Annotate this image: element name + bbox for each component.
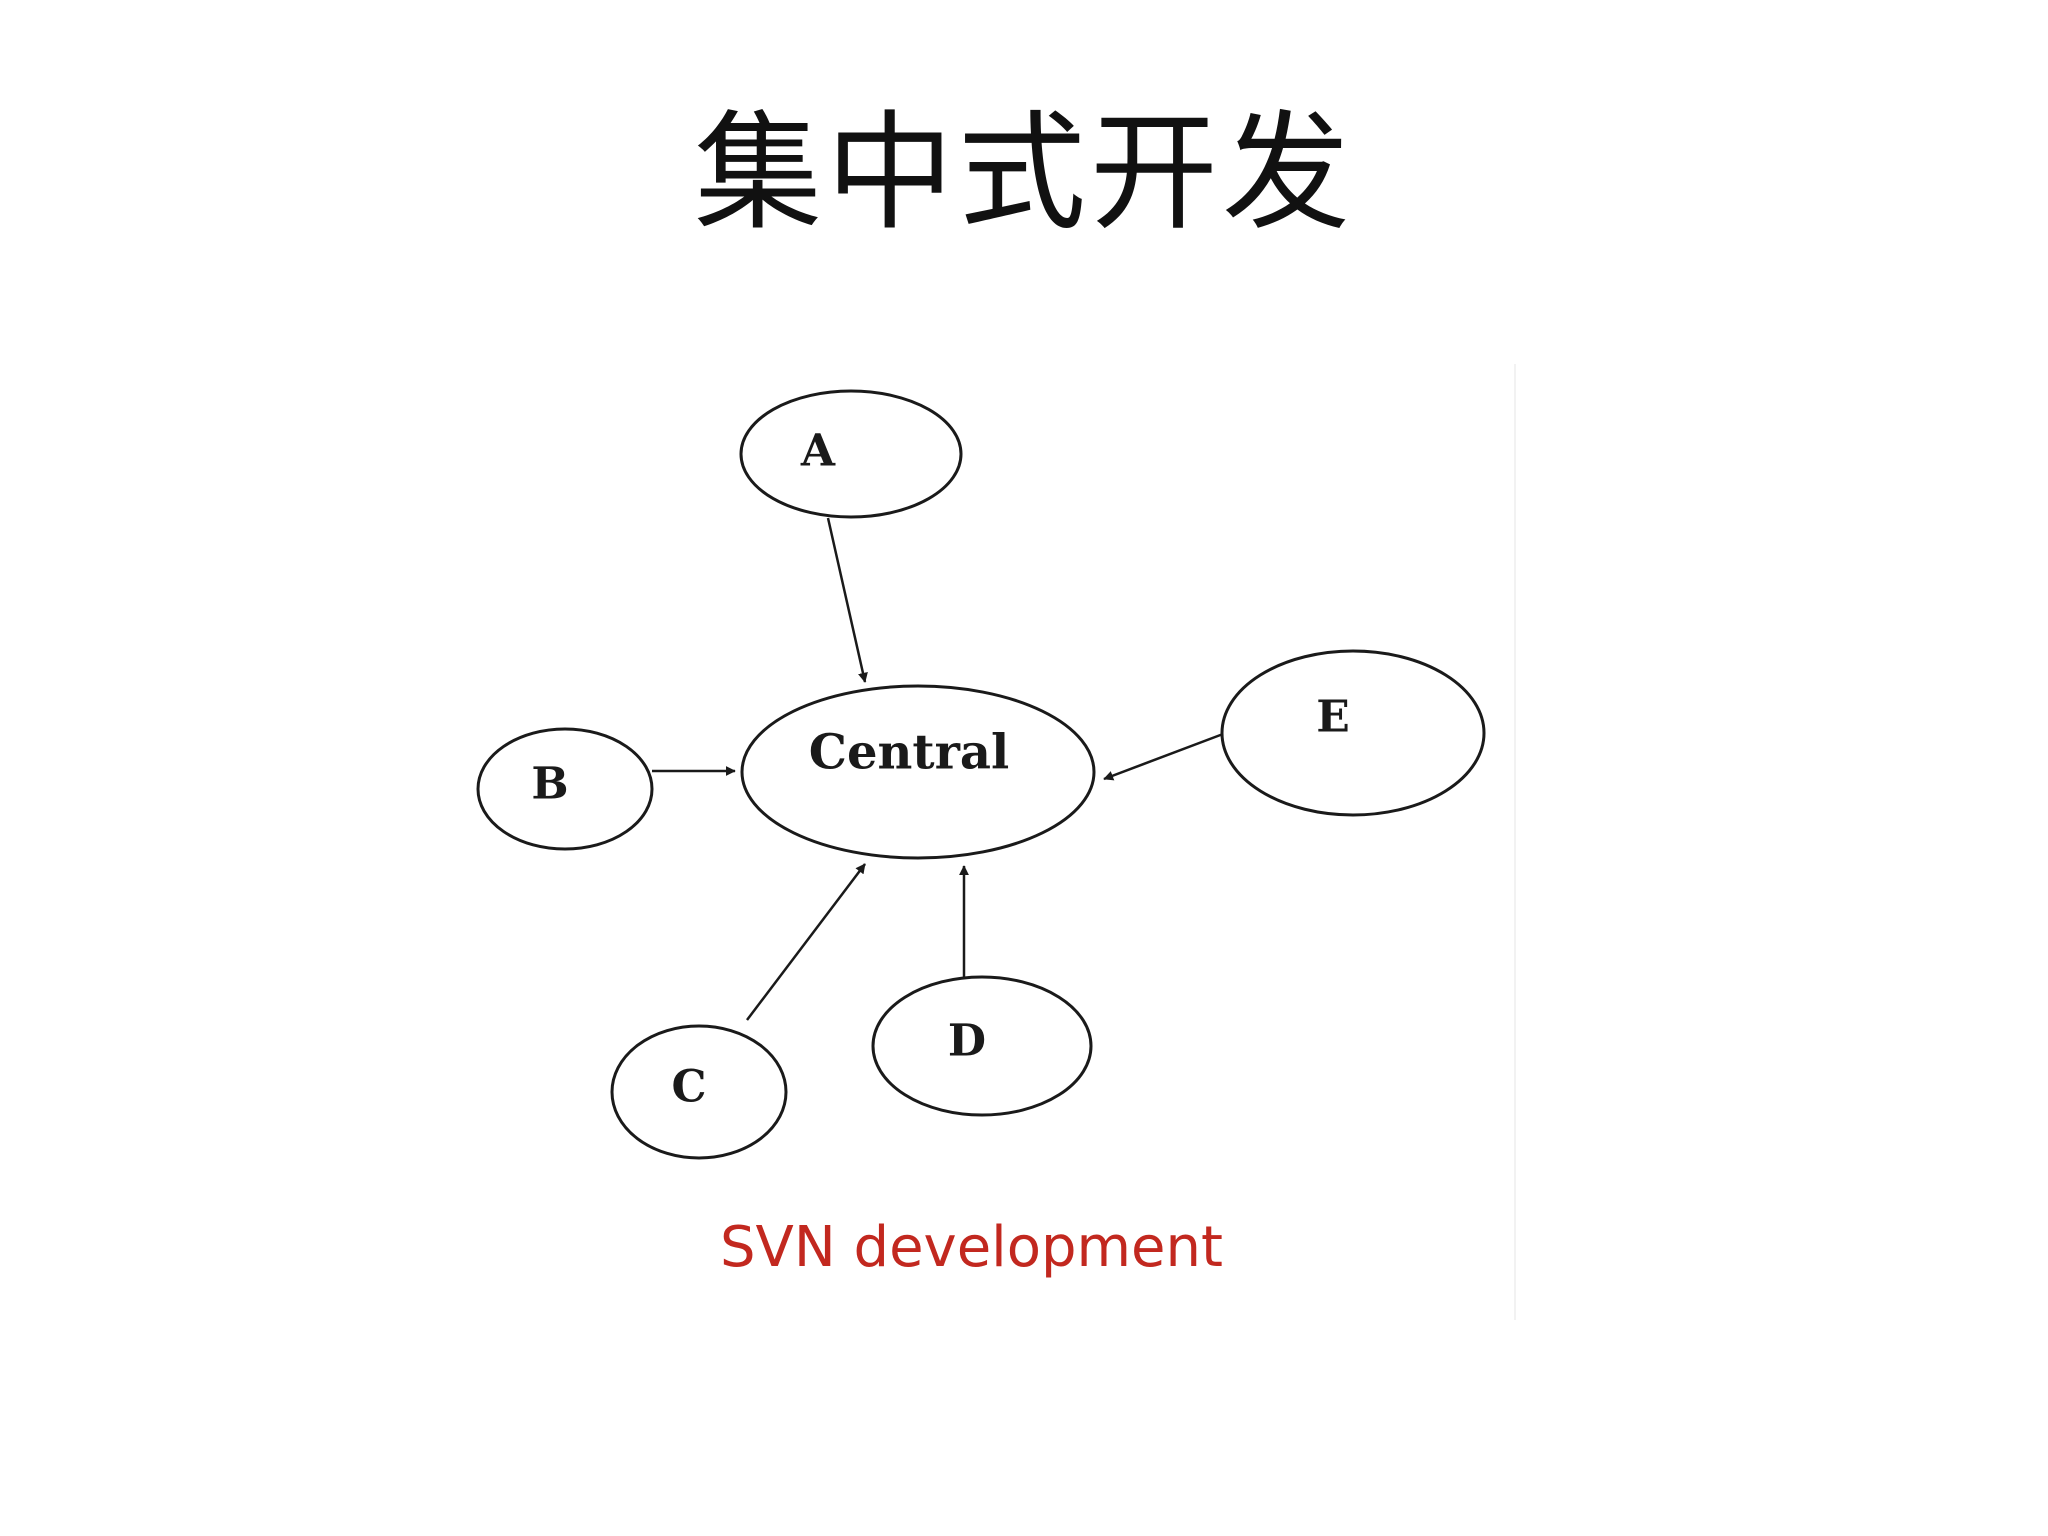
svn-diagram: A B Central E C D S: [476, 389, 1486, 1280]
node-a-label: A: [800, 426, 836, 477]
edge-c-to-central: [746, 863, 866, 1021]
node-e: E: [1220, 649, 1486, 817]
node-d-ellipse: [871, 975, 1093, 1117]
node-d-label: D: [948, 1016, 986, 1067]
node-c-label: C: [671, 1062, 706, 1113]
node-c-ellipse: [610, 1024, 788, 1160]
slide-title: 集中式开发: [693, 99, 1354, 248]
node-central-ellipse: [740, 684, 1096, 860]
node-c: C: [610, 1024, 788, 1160]
node-d: D: [871, 975, 1093, 1117]
edge-a-to-central: [826, 517, 868, 683]
node-e-label: E: [1316, 692, 1350, 743]
diagram-caption: SVN development: [720, 1215, 1223, 1280]
node-b-ellipse: [476, 727, 654, 851]
node-a-ellipse: [739, 389, 963, 519]
node-a: A: [739, 389, 963, 519]
edge-e-to-central: [1103, 729, 1232, 781]
node-central: Central: [740, 684, 1096, 860]
node-central-label: Central: [809, 725, 1009, 781]
node-e-ellipse: [1220, 649, 1486, 817]
diagram-image: A B Central E C D S: [444, 364, 1516, 1320]
node-b-label: B: [531, 759, 568, 810]
node-b: B: [476, 727, 654, 851]
